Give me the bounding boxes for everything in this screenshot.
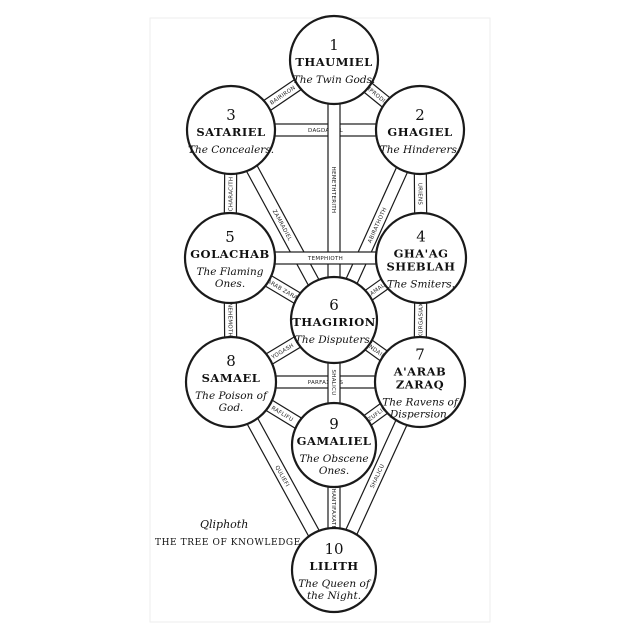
sphere-number: 1 xyxy=(329,36,339,54)
sphere-circle xyxy=(288,14,380,106)
path-label: THANTIFAXATH xyxy=(330,484,336,530)
sphere-circle xyxy=(184,335,278,429)
sphere-description: The Concealers. xyxy=(188,144,274,156)
sphere-number: 8 xyxy=(226,352,236,370)
sphere-description: The Smiters. xyxy=(387,279,455,291)
sphere-circle xyxy=(374,211,468,305)
sphere-circle xyxy=(373,335,467,429)
sphere-name: GHAGIEL xyxy=(387,125,452,139)
path-label: PARFAXITAS xyxy=(308,380,344,386)
sphere-description: Ones. xyxy=(319,465,349,477)
sphere-circle xyxy=(289,275,379,365)
sphere-number: 10 xyxy=(324,540,343,558)
sphere-number: 2 xyxy=(415,106,425,124)
sphere-number: 5 xyxy=(225,228,235,246)
path-label: SHALICU xyxy=(330,369,336,395)
path-label: KURGASIAX xyxy=(418,303,424,338)
sphere-description: The Queen of xyxy=(298,578,372,590)
sphere-description: The Twin Gods. xyxy=(293,74,376,86)
sphere-number: 3 xyxy=(226,106,236,124)
caption: Qliphoth THE TREE OF KNOWLEDGE xyxy=(155,518,301,548)
path-label: DAGDAGIEL xyxy=(308,128,344,134)
sphere-description: Ones. xyxy=(215,278,245,290)
path-label: CHARACITH xyxy=(228,177,234,212)
sphere-circle xyxy=(374,84,466,176)
path-label: URIENS xyxy=(416,183,422,206)
path-label: HEMETHTERITH xyxy=(330,167,336,214)
sphere-name: THAGIRION xyxy=(292,315,376,329)
path-label: TEMPHIOTH xyxy=(307,256,343,262)
sphere-circle xyxy=(183,211,277,305)
sphere-description: The Poison of xyxy=(195,390,269,402)
caption-title: Qliphoth xyxy=(200,518,248,531)
sphere-description: The Obscene xyxy=(299,453,368,465)
sphere-name: ZARAQ xyxy=(396,378,444,392)
sphere-name: GAMALIEL xyxy=(297,434,372,448)
sphere-name: SHEBLAH xyxy=(386,260,455,274)
sphere-name: GOLACHAB xyxy=(190,247,270,261)
sphere-description: God. xyxy=(219,402,244,414)
sphere-description: The Hinderers. xyxy=(380,144,461,156)
sphere-description: the Night. xyxy=(307,590,361,602)
sphere-name: LILITH xyxy=(309,559,358,573)
sphere-number: 9 xyxy=(329,415,339,433)
sphere-name: THAUMIEL xyxy=(295,55,372,69)
caption-subtitle: THE TREE OF KNOWLEDGE xyxy=(155,538,301,548)
sphere-description: The Ravens of xyxy=(382,397,460,409)
sphere-description: Dispersion. xyxy=(389,409,450,421)
sphere-name: GHA'AG xyxy=(394,247,449,261)
sphere-circle xyxy=(290,401,378,489)
path-label: NEHEMOTH xyxy=(226,303,232,337)
sphere-number: 4 xyxy=(416,228,426,246)
sphere-number: 6 xyxy=(329,296,339,314)
sphere-circle xyxy=(185,84,277,176)
sphere-circle xyxy=(290,526,378,614)
sphere-name: A'ARAB xyxy=(393,365,447,379)
sphere-number: 7 xyxy=(415,346,425,364)
sphere-description: The Flaming xyxy=(196,266,263,278)
sphere-name: SATARIEL xyxy=(196,125,265,139)
sphere-description: The Disputers. xyxy=(295,334,373,346)
sphere-name: SAMAEL xyxy=(202,371,261,385)
